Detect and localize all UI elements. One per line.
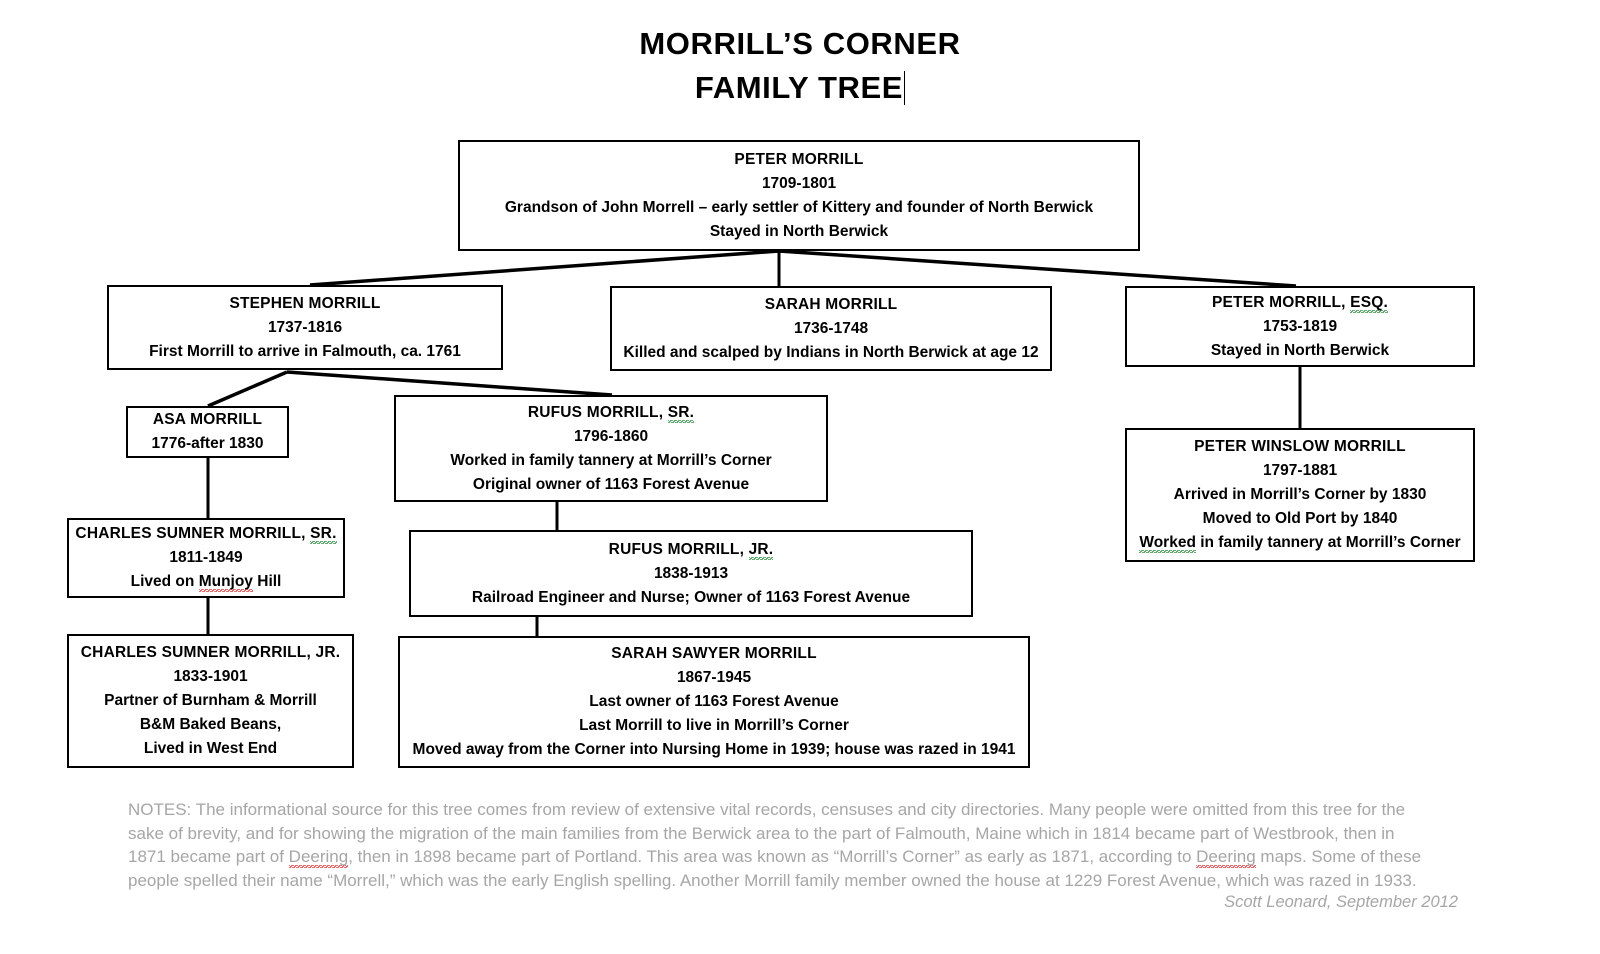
node-sarah-morrill-name: SARAH MORRILL: [764, 295, 898, 313]
notes-line-3-a: 1871 became part of: [128, 847, 289, 866]
node-peter-morrill-esq[interactable]: PETER MORRILL, ESQ. 1753-1819 Stayed in …: [1125, 286, 1475, 367]
node-rufus-morrill-sr-name-a: RUFUS MORRILL,: [527, 403, 668, 421]
notes-line-3-c: , then in 1898 became part of Portland. …: [348, 847, 1197, 866]
node-stephen-morrill-note-1: First Morrill to arrive in Falmouth, ca.…: [149, 342, 461, 360]
node-sarah-sawyer-morrill[interactable]: SARAH SAWYER MORRILL 1867-1945 Last owne…: [398, 636, 1030, 768]
notes-line-3-deering-1: Deering: [288, 847, 349, 868]
node-rufus-morrill-jr-dates: 1838-1913: [653, 564, 729, 582]
node-rufus-morrill-sr[interactable]: RUFUS MORRILL, SR. 1796-1860 Worked in f…: [394, 395, 828, 502]
notes-block: NOTES: The informational source for this…: [128, 798, 1458, 892]
node-rufus-morrill-sr-dates: 1796-1860: [573, 427, 649, 445]
node-sarah-sawyer-morrill-note-1: Last owner of 1163 Forest Avenue: [589, 693, 839, 710]
node-charles-sumner-morrill-jr[interactable]: CHARLES SUMNER MORRILL, JR. 1833-1901 Pa…: [67, 634, 354, 768]
node-sarah-sawyer-morrill-note-2: Last Morrill to live in Morrill’s Corner: [579, 717, 849, 734]
node-sarah-sawyer-morrill-name: SARAH SAWYER MORRILL: [611, 645, 817, 662]
node-sarah-morrill-dates: 1736-1748: [793, 319, 869, 337]
title-line-2-text: FAMILY TREE: [694, 70, 904, 105]
node-stephen-morrill-name: STEPHEN MORRILL: [229, 294, 381, 312]
node-peter-winslow-morrill-note-3-a: Worked: [1139, 534, 1196, 553]
notes-line-1: NOTES: The informational source for this…: [128, 800, 1406, 819]
node-rufus-morrill-sr-name: RUFUS MORRILL, SR.: [527, 401, 695, 425]
connector-peter-to-peter-esq: [778, 249, 1297, 288]
connector-stephen-to-asa: [207, 370, 288, 408]
text-cursor: [904, 71, 906, 105]
node-asa-morrill[interactable]: ASA MORRILL 1776-after 1830: [126, 406, 289, 458]
notes-line-2: sake of brevity, and for showing the mig…: [128, 823, 1395, 843]
node-rufus-morrill-jr[interactable]: RUFUS MORRILL, JR. 1838-1913 Railroad En…: [409, 530, 973, 617]
node-peter-morrill-esq-name-b: ESQ.: [1350, 293, 1389, 313]
node-charles-sumner-morrill-sr-name-b: SR.: [310, 525, 337, 544]
node-peter-winslow-morrill-note-1: Arrived in Morrill’s Corner by 1830: [1173, 486, 1427, 503]
node-charles-sumner-morrill-jr-name: CHARLES SUMNER MORRILL, JR.: [80, 644, 341, 661]
title-line-1: MORRILL’S CORNER: [639, 26, 961, 61]
node-rufus-morrill-jr-name-b: JR.: [748, 540, 774, 560]
node-charles-sumner-morrill-sr[interactable]: CHARLES SUMNER MORRILL, SR. 1811-1849 Li…: [67, 518, 345, 598]
node-peter-winslow-morrill-dates: 1797-1881: [1262, 462, 1338, 479]
node-sarah-sawyer-morrill-note-3: Moved away from the Corner into Nursing …: [412, 741, 1016, 758]
node-peter-winslow-morrill-note-3: Worked in family tannery at Morrill’s Co…: [1139, 531, 1461, 555]
node-charles-sumner-morrill-sr-note-1-b: Munjoy: [198, 573, 253, 592]
node-peter-morrill-esq-name: PETER MORRILL, ESQ.: [1211, 291, 1389, 315]
node-peter-morrill-esq-note-1: Stayed in North Berwick: [1210, 341, 1390, 359]
node-peter-morrill-dates: 1709-1801: [761, 174, 837, 192]
node-stephen-morrill[interactable]: STEPHEN MORRILL 1737-1816 First Morrill …: [107, 285, 503, 370]
notes-line-4: people spelled their name “Morrell,” whi…: [128, 870, 1417, 890]
node-sarah-morrill-note-1: Killed and scalped by Indians in North B…: [623, 343, 1039, 361]
node-asa-morrill-name: ASA MORRILL: [152, 411, 263, 428]
node-peter-morrill-esq-dates: 1753-1819: [1262, 317, 1338, 335]
node-rufus-morrill-sr-note-1: Worked in family tannery at Morrill’s Co…: [450, 451, 772, 469]
page-title: MORRILL’S CORNER FAMILY TREE: [0, 22, 1600, 110]
node-peter-morrill-esq-name-a: PETER MORRILL,: [1211, 293, 1351, 311]
node-charles-sumner-morrill-jr-note-2: B&M Baked Beans,: [139, 716, 282, 733]
node-charles-sumner-morrill-sr-dates: 1811-1849: [169, 549, 243, 566]
title-line-2: FAMILY TREE: [0, 66, 1600, 110]
node-rufus-morrill-sr-note-2: Original owner of 1163 Forest Avenue: [472, 475, 750, 493]
node-peter-morrill-name: PETER MORRILL: [734, 150, 864, 168]
node-charles-sumner-morrill-sr-note-1-a: Lived on: [130, 573, 199, 590]
node-peter-winslow-morrill-name: PETER WINSLOW MORRILL: [1194, 438, 1406, 455]
notes-line-3-deering-2: Deering: [1196, 847, 1256, 868]
node-rufus-morrill-jr-note-1: Railroad Engineer and Nurse; Owner of 11…: [471, 588, 911, 606]
signature: Scott Leonard, September 2012: [1224, 893, 1458, 911]
connector-stephen-to-rufus-sr: [286, 370, 613, 397]
node-charles-sumner-morrill-sr-name-a: CHARLES SUMNER MORRILL,: [75, 525, 311, 542]
notes-line-3-e: maps. Some of these: [1255, 847, 1422, 866]
node-charles-sumner-morrill-jr-note-1: Partner of Burnham & Morrill: [104, 692, 317, 709]
node-sarah-sawyer-morrill-dates: 1867-1945: [676, 669, 752, 686]
node-peter-winslow-morrill-note-2: Moved to Old Port by 1840: [1202, 510, 1398, 527]
node-charles-sumner-morrill-sr-note-1-c: Hill: [252, 573, 282, 590]
node-rufus-morrill-jr-name: RUFUS MORRILL, JR.: [609, 538, 774, 562]
node-charles-sumner-morrill-sr-note-1: Lived on Munjoy Hill: [130, 570, 282, 594]
node-peter-morrill[interactable]: PETER MORRILL 1709-1801 Grandson of John…: [458, 140, 1140, 251]
node-peter-morrill-note-2: Stayed in North Berwick: [709, 222, 889, 240]
node-rufus-morrill-sr-name-b: SR.: [667, 403, 695, 423]
node-peter-winslow-morrill-note-3-b: in family tannery at Morrill’s Corner: [1195, 534, 1461, 551]
node-peter-winslow-morrill[interactable]: PETER WINSLOW MORRILL 1797-1881 Arrived …: [1125, 428, 1475, 562]
node-rufus-morrill-jr-name-a: RUFUS MORRILL,: [608, 540, 749, 558]
node-charles-sumner-morrill-sr-name: CHARLES SUMNER MORRILL, SR.: [75, 522, 337, 546]
node-asa-morrill-dates: 1776-after 1830: [151, 435, 264, 452]
node-stephen-morrill-dates: 1737-1816: [267, 318, 343, 336]
node-charles-sumner-morrill-jr-note-3: Lived in West End: [143, 740, 278, 757]
notes-line-3: 1871 became part of Deering, then in 189…: [128, 845, 1458, 869]
node-sarah-morrill[interactable]: SARAH MORRILL 1736-1748 Killed and scalp…: [610, 286, 1052, 371]
node-charles-sumner-morrill-jr-dates: 1833-1901: [173, 668, 248, 685]
node-peter-morrill-note-1: Grandson of John Morrell – early settler…: [504, 198, 1094, 216]
connector-peter-to-stephen: [309, 249, 780, 287]
